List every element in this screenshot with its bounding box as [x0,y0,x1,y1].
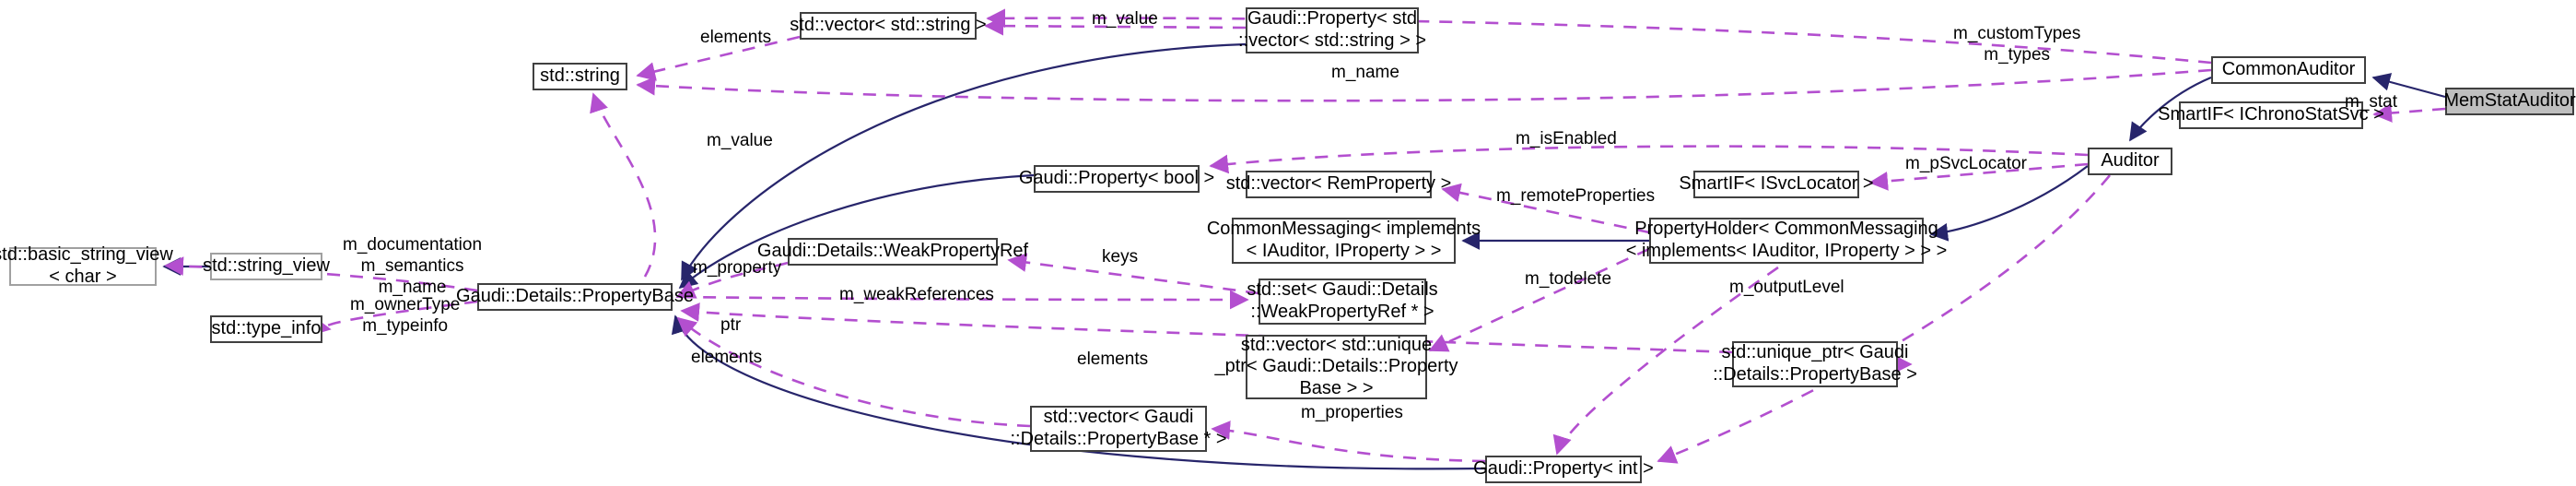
edge-label-m-outputlevel: m_outputLevel [1729,278,1844,297]
edge-label-m-value-top: m_value [1092,9,1158,29]
edge-label-keys: keys [1102,247,1139,267]
node-gaudi-details-propertybase[interactable]: Gaudi::Details::PropertyBase [456,283,694,311]
node-std-vector-std-string[interactable]: std::vector< std::string > [790,12,987,40]
node-auditor[interactable]: Auditor [2088,148,2172,175]
edge-propholder-mtodelete-vecunique [1428,247,1650,352]
edge-commonauditor-mname-stdstring [636,68,2212,102]
edge-label-m-stat: m_stat [2345,92,2398,112]
node-gaudi-details-weakpropertyref[interactable]: Gaudi::Details::WeakPropertyRef [757,238,1028,266]
node-std-string[interactable]: std::string [533,63,627,90]
edge-label-elements-uniqueptr: elements [691,348,763,367]
edge-label-m-remoteproperties: m_remoteProperties [1496,186,1656,206]
edge-label-m-isenabled: m_isEnabled [1516,129,1617,148]
node-smartif-isvclocator[interactable]: SmartIF< ISvcLocator > [1679,171,1874,198]
edge-label-m-property: m_property [693,258,782,278]
edge-label-m-ownertype-group: m_ownerType m_typeinfo [350,295,461,336]
edge-label-m-customtypes-m-types: m_customTypes m_types [1953,24,2081,65]
node-gaudi-property-int[interactable]: Gaudi::Property< int > [1473,456,1654,483]
node-std-unique-ptr-propertybase[interactable]: std::unique_ptr< Gaudi ::Details::Proper… [1713,341,1917,387]
node-std-type-info[interactable]: std::type_info [210,315,322,343]
edge-propbase-mvalue-up-stdstring [590,92,657,278]
node-propertyholder[interactable]: PropertyHolder< CommonMessaging < implem… [1626,218,1947,264]
edge-label-m-weakreferences: m_weakReferences [839,285,994,304]
node-smartif-ichronostatsvc[interactable]: SmartIF< IChronoStatSvc > [2158,101,2384,129]
node-commonmessaging[interactable]: CommonMessaging< implements < IAuditor, … [1207,218,1481,264]
edge-label-elements-vector-string: elements [700,28,772,47]
node-gaudi-property-vector-string[interactable]: Gaudi::Property< std ::vector< std::stri… [1238,7,1426,53]
edge-label-m-name: m_name [1331,63,1399,82]
node-std-vector-unique-ptr-propertybase[interactable]: std::vector< std::unique _ptr< Gaudi::De… [1214,334,1458,399]
edge-label-ptr: ptr [720,315,742,335]
node-commonauditor[interactable]: CommonAuditor [2211,56,2366,84]
node-std-string-view[interactable]: std::string_view [203,253,330,280]
edge-auditor-to-propertyholder [1929,165,2089,242]
edge-label-elements-vector-unique: elements [1077,350,1149,369]
edge-label-m-documentation-group: m_documentation m_semantics m_name [343,235,483,297]
edge-label-m-todelete: m_todelete [1525,269,1612,289]
node-std-vector-remproperty[interactable]: std::vector< RemProperty > [1226,171,1451,198]
edge-uniqueptr-elements-propbase [680,302,1733,354]
edge-label-m-properties: m_properties [1301,403,1403,422]
edge-label-m-value-left: m_value [707,131,773,150]
node-std-vector-propertybase-ptr[interactable]: std::vector< Gaudi ::Details::PropertyBa… [1010,406,1227,452]
edge-propint-mproperties-vecpbptr [1211,421,1486,463]
node-gaudi-property-bool[interactable]: Gaudi::Property< bool > [1019,165,1214,193]
edge-label-m-psvclocator: m_pSvcLocator [1905,154,2028,173]
node-std-basic-string-view[interactable]: std::basic_string_view < char > [0,244,173,287]
node-std-set-weakpropertyref[interactable]: std::set< Gaudi::Details ::WeakPropertyR… [1247,279,1438,325]
node-memstatauditor[interactable]: MemStatAuditor [2443,88,2576,115]
